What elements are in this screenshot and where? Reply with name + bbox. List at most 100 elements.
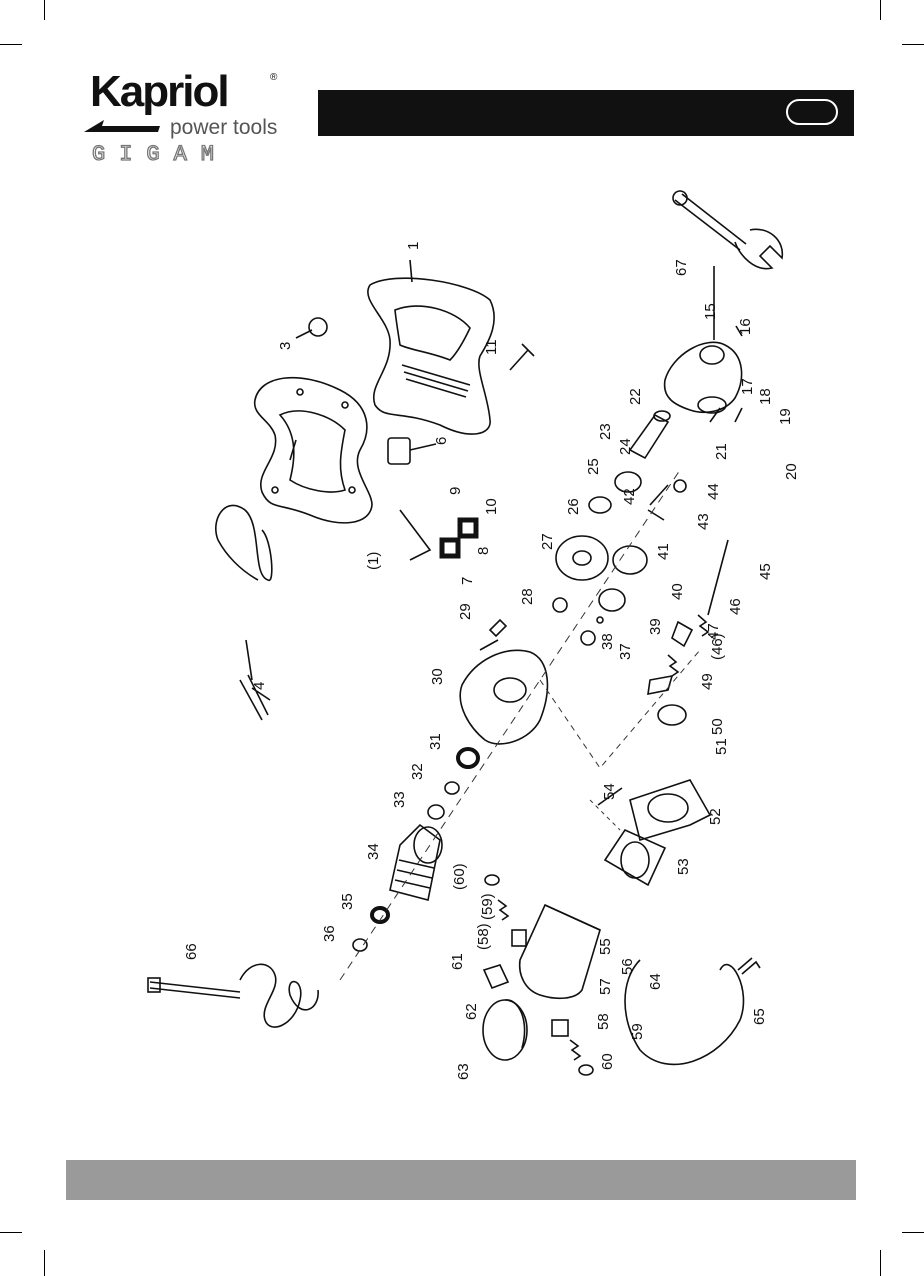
part-number-label: 64 [647, 973, 664, 990]
part-number-label: 53 [675, 858, 692, 875]
part-number-label: 25 [585, 458, 602, 475]
part-number-label: 21 [713, 443, 730, 460]
part-number-label: 43 [695, 513, 712, 530]
header-bar [318, 90, 854, 136]
part-number-label: 17 [739, 378, 756, 395]
gear-icon [613, 546, 647, 574]
part-number-label: 67 [673, 259, 690, 276]
part-number-label: 57 [597, 978, 614, 995]
wire-icon [216, 505, 272, 580]
part-number-label: 34 [365, 843, 382, 860]
part-number-label: 42 [621, 488, 638, 505]
part-number-label: 39 [647, 618, 664, 635]
part-number-label: 58 [595, 1013, 612, 1030]
brand-name: Kapriol [90, 67, 228, 116]
part-number-label: 49 [699, 673, 716, 690]
mixing-paddle-icon [148, 964, 318, 1027]
part-number-label: 29 [457, 603, 474, 620]
crop-mark [44, 0, 45, 20]
crop-mark [902, 1232, 924, 1233]
washer-icon [674, 480, 686, 492]
part-number-label: 45 [757, 563, 774, 580]
part-number-label: 51 [713, 738, 730, 755]
part-number-label: 55 [597, 938, 614, 955]
part-number-label: 40 [669, 583, 686, 600]
part-number-label: 65 [751, 1008, 768, 1025]
part-number-label: 7 [459, 577, 476, 585]
ring-icon [589, 497, 611, 513]
part-number-label: 52 [707, 808, 724, 825]
part-number-label: 62 [463, 1003, 480, 1020]
part-number-label: 37 [617, 643, 634, 660]
crop-mark [902, 44, 924, 45]
crop-mark [0, 1232, 22, 1233]
part-number-label: 26 [565, 498, 582, 515]
assembly-axis-line [540, 650, 700, 768]
part-number-label: 44 [705, 483, 722, 500]
part-number-label: 35 [339, 893, 356, 910]
language-badge [786, 99, 838, 125]
stator-icon [605, 830, 665, 885]
wrench-icon [673, 191, 782, 269]
handle-frame-icon [255, 378, 372, 523]
brand-logo: Kapriol ® power tools GIGAM [82, 66, 282, 166]
bearing-icon [428, 805, 444, 819]
part-number-label: 27 [539, 533, 556, 550]
part-number-label: 33 [391, 791, 408, 808]
square-part-icon [460, 520, 476, 536]
part-number-label: 54 [601, 783, 618, 800]
part-number-label: 22 [627, 388, 644, 405]
swoosh-icon [84, 120, 160, 132]
plate-hole-icon [648, 794, 688, 822]
part-number-label: 50 [709, 718, 726, 735]
end-cover-icon [483, 1000, 527, 1060]
footer-bar [66, 1160, 856, 1200]
gear-icon [599, 589, 625, 611]
part-number-label: (59) [479, 893, 496, 920]
part-number-label: 28 [519, 588, 536, 605]
knob-icon [658, 705, 686, 725]
part-number-label: (60) [451, 863, 468, 890]
gear-plate-icon [460, 650, 547, 744]
part-number-label: 10 [483, 498, 500, 515]
part-number-label: 63 [455, 1063, 472, 1080]
spindle-icon [630, 411, 670, 458]
part-number-label: 61 [449, 953, 466, 970]
part-number-label: 16 [737, 318, 754, 335]
assembly-axis-line [340, 470, 680, 980]
part-number-label: 46 [727, 598, 744, 615]
spring-icon [668, 655, 678, 676]
baffle-plate-icon [630, 780, 710, 840]
part-number-label: 24 [617, 438, 634, 455]
part-number-label: (58) [475, 923, 492, 950]
part-number-label: 20 [783, 463, 800, 480]
exploded-parts-diagram: 1(1)346789101115161718192021222324252627… [0, 160, 924, 1150]
large-gear-icon [556, 536, 608, 580]
bearing-icon [581, 631, 595, 645]
brush-holder-icon [512, 930, 526, 946]
crop-mark [880, 1250, 881, 1276]
power-cord-icon [625, 960, 743, 1064]
label-plate-icon [484, 965, 508, 988]
brush-cap-icon [579, 1065, 593, 1075]
shaft-icon [648, 485, 668, 520]
armature-icon [390, 825, 442, 900]
part-number-label: 47 [705, 623, 722, 640]
part-number-label: 6 [433, 437, 450, 445]
part-number-label: 31 [427, 733, 444, 750]
crop-mark [880, 0, 881, 20]
rod-icon [708, 540, 728, 615]
spring-icon [498, 900, 508, 920]
part-number-label: 9 [447, 487, 464, 495]
part-number-label: 8 [475, 547, 492, 555]
motor-housing-icon [520, 905, 600, 998]
brush-cap-icon [485, 875, 499, 885]
part-number-label: 19 [777, 408, 794, 425]
part-number-label: 4 [251, 682, 268, 690]
part-number-label: 66 [183, 943, 200, 960]
part-number-label: 38 [599, 633, 616, 650]
part-number-label: (1) [365, 552, 382, 570]
handle-cover-icon [368, 278, 494, 434]
cap-icon [309, 318, 327, 336]
part-number-label: 60 [599, 1053, 616, 1070]
